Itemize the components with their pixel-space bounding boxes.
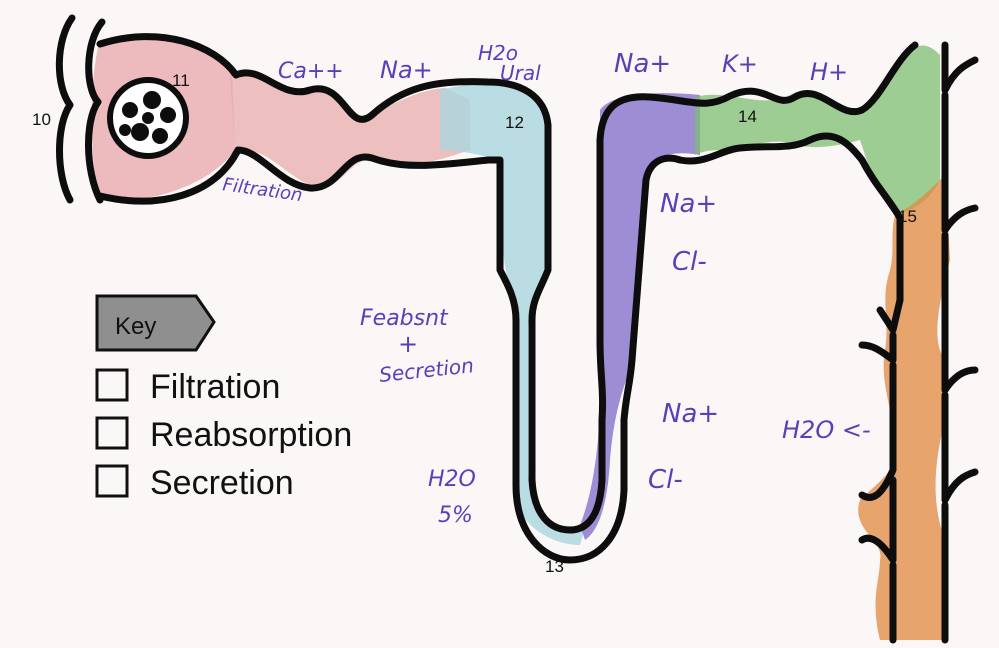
checkbox-icon (97, 466, 127, 496)
annotation-ca: Ca++ (278, 59, 344, 84)
annotation-na-mid: Na+ (660, 189, 717, 219)
label-13: 13 (545, 557, 564, 576)
glomerulus-cell (131, 123, 149, 141)
label-11: 11 (172, 71, 190, 90)
annotation-na-top-right: Na+ (614, 49, 671, 79)
key-item-reabsorption: Reabsorption (150, 416, 352, 454)
annotation-na-low: Na+ (662, 399, 719, 429)
annotation-pct-low: 5% (438, 503, 473, 528)
glomerulus-cell (142, 112, 154, 124)
annotation-h: H+ (810, 58, 848, 86)
checkbox-icon (97, 370, 127, 400)
duct-fill (858, 175, 950, 640)
annotation-reab-2: Secretion (378, 353, 475, 387)
annotation-cl-mid: Cl- (672, 247, 707, 277)
label-12: 12 (505, 113, 524, 132)
glomerulus-icon (110, 80, 186, 156)
glomerulus-cell (119, 124, 131, 136)
annotation-h2o-2: Ural (500, 61, 541, 85)
key-item-secretion: Secretion (150, 464, 294, 502)
arteriole-left (59, 18, 72, 200)
label-10: 10 (32, 110, 51, 129)
annotation-h2o-low: H2O (428, 467, 476, 492)
annotation-cl-low: Cl- (648, 465, 683, 495)
annotation-k: K+ (722, 50, 758, 78)
annotation-reab-1: Feabsnt (360, 306, 449, 331)
glomerulus-cell (160, 107, 176, 123)
duct-right-wall (945, 45, 975, 640)
annotation-h2o-duct: H2O <- (782, 416, 871, 444)
glomerulus-cell (122, 102, 138, 118)
annotation-reab-plus: + (398, 330, 418, 358)
glomerulus-cell (143, 91, 161, 109)
key-title: Key (115, 313, 156, 340)
label-14: 14 (738, 107, 757, 126)
annotation-na-top: Na+ (380, 56, 433, 84)
glomerulus-cell (152, 128, 168, 144)
key-item-filtration: Filtration (150, 368, 280, 406)
label-15: 15 (898, 207, 917, 226)
key-legend: Key Filtration Reabsorption Secretion (97, 296, 352, 502)
pct-fill (230, 72, 470, 188)
checkbox-icon (97, 418, 127, 448)
